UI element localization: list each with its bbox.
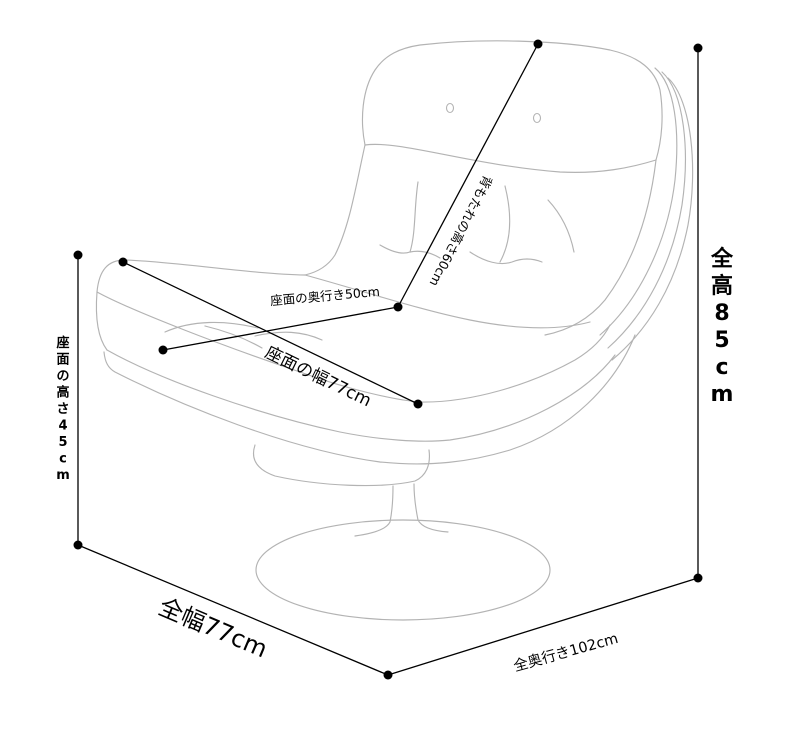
- label-glyph: c: [715, 355, 728, 380]
- backrest-shell-outer: [611, 77, 694, 361]
- seat-backrest-crease: [304, 274, 591, 329]
- backrest-top-cushion-seam: [364, 143, 657, 173]
- seat-width-label: 座面の幅77cm: [262, 343, 375, 412]
- label-glyph: m: [56, 468, 70, 483]
- dimension-point: [693, 43, 703, 53]
- dimension-point: [413, 399, 423, 409]
- backrest-top-cushion: [361, 40, 663, 161]
- stem-right: [413, 483, 449, 533]
- dimension-labels: 背もたれの高さ60cm 座面の奥行き50cm 座面の幅77cm 全幅77cm 全…: [55, 173, 734, 675]
- seat-tuft-3: [254, 331, 323, 341]
- backrest-left-edge: [304, 144, 366, 276]
- dimension-point: [73, 540, 83, 550]
- backrest-button-left: [445, 102, 455, 114]
- dimension-point: [693, 573, 703, 583]
- label-glyph: 5: [58, 435, 67, 450]
- seat-depth-line: [162, 306, 399, 351]
- label-glyph: 高: [711, 273, 733, 299]
- seat-front-top-edge: [96, 291, 611, 403]
- total-depth-line: [387, 577, 699, 676]
- dimension-point: [393, 302, 403, 312]
- dimension-point: [158, 345, 168, 355]
- backrest-shell-middle: [607, 71, 686, 349]
- backrest-right-edge: [544, 159, 657, 336]
- backrest-fold-2: [499, 185, 511, 263]
- label-glyph: さ: [56, 402, 69, 417]
- label-glyph: 面: [56, 353, 69, 368]
- label-glyph: 5: [714, 328, 729, 353]
- backrest-button-right: [532, 112, 542, 124]
- dimension-point: [383, 670, 393, 680]
- total-width-line: [77, 544, 389, 676]
- backrest-tuft-crease-2: [469, 251, 543, 265]
- total-depth-label: 全奥行き102cm: [511, 629, 620, 675]
- label-glyph: 全: [710, 246, 734, 272]
- dimension-point: [73, 250, 83, 260]
- seat-back-edge: [96, 259, 306, 293]
- seat-left-face: [95, 291, 108, 351]
- seat-front-bottom-edge: [106, 349, 616, 442]
- backrest-height-label: 背もたれの高さ60cm: [427, 173, 496, 289]
- label-glyph: m: [711, 382, 734, 407]
- chair-base-disc: [255, 519, 551, 621]
- seat-tuft-1: [164, 321, 259, 333]
- backrest-fold-1: [409, 181, 419, 253]
- label-glyph: 高: [56, 385, 69, 401]
- label-glyph: の: [56, 369, 69, 384]
- backrest-tuft-crease-1: [379, 244, 441, 259]
- label-glyph: 8: [714, 301, 729, 326]
- dimension-point: [533, 39, 543, 49]
- label-glyph: c: [59, 452, 67, 467]
- seat-depth-label: 座面の奥行き50cm: [270, 284, 381, 309]
- dimension-lines: [77, 43, 699, 676]
- dimension-points: [73, 39, 703, 680]
- chair-illustration: [95, 40, 694, 621]
- backrest-fold-3: [547, 199, 575, 253]
- backrest-shell-inner: [599, 67, 678, 336]
- label-glyph: 座: [55, 335, 69, 351]
- shell-bottom: [103, 334, 636, 465]
- stem-left: [354, 485, 394, 537]
- dimension-point: [118, 257, 128, 267]
- shell-under-pod: [253, 444, 430, 487]
- backrest-height-line: [397, 43, 539, 308]
- total-width-label: 全幅77cm: [155, 593, 272, 664]
- seat-width-line: [122, 261, 419, 405]
- label-glyph: 4: [58, 419, 67, 434]
